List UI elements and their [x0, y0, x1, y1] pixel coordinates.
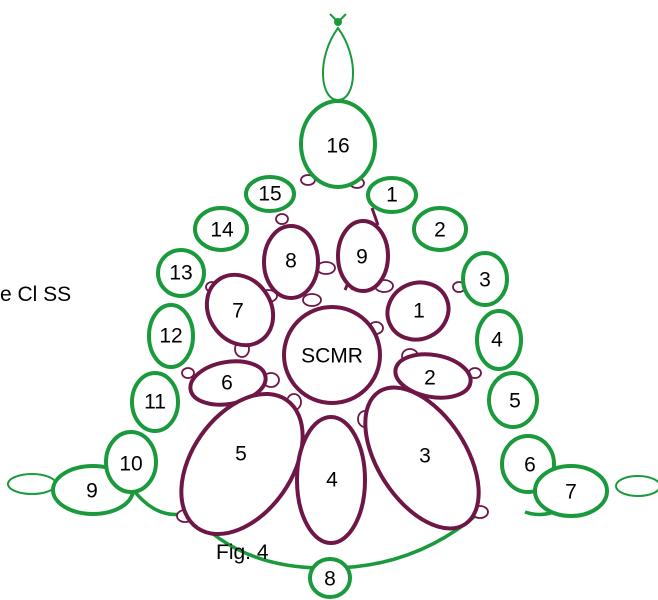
outer-label-9: 9	[86, 480, 98, 503]
outer-ring-16	[299, 99, 377, 189]
outer-ring-13	[156, 248, 206, 298]
outer-ring-3	[461, 251, 509, 307]
inner-label-3: 3	[419, 445, 431, 468]
center-ring	[282, 305, 382, 405]
right-picot	[615, 475, 658, 497]
corner-picots	[7, 13, 658, 497]
outer-label-12: 12	[159, 325, 182, 348]
inner-ring-9	[336, 219, 390, 293]
inner-ring-3	[363, 385, 481, 531]
outer-ring-11	[130, 371, 180, 433]
outer-ring-14	[193, 206, 249, 252]
inner-ring-8	[262, 224, 320, 300]
left-picot	[7, 473, 57, 495]
inner-label-2: 2	[424, 367, 436, 390]
inner-ring-1	[385, 280, 451, 342]
outer-label-4: 4	[491, 329, 503, 352]
outer-label-1: 1	[386, 184, 398, 207]
outer-ring-labels: 16 1 2 3 4 5 6 7 8 9 10 11 12 13 14 15	[86, 135, 577, 591]
outer-label-2: 2	[434, 219, 446, 242]
inner-label-6: 6	[221, 372, 233, 395]
outer-ring-8	[308, 557, 352, 599]
side-text: e Cl SS	[0, 283, 72, 306]
outer-ring-5	[487, 371, 539, 429]
outer-label-14: 14	[210, 219, 234, 242]
inner-label-5: 5	[235, 443, 247, 466]
outer-label-7: 7	[565, 481, 577, 504]
inner-ring-5	[179, 391, 305, 537]
outer-label-11: 11	[144, 391, 166, 414]
outer-label-15: 15	[258, 183, 281, 206]
outer-label-3: 3	[479, 269, 491, 292]
outer-ring-12	[147, 303, 195, 369]
outer-ring-7	[533, 464, 609, 518]
outer-label-16: 16	[326, 135, 349, 158]
outer-label-10: 10	[119, 453, 142, 476]
outer-label-8: 8	[324, 568, 336, 591]
inner-label-1: 1	[413, 300, 425, 323]
inner-ring-labels: SCMR 1 2 3 4 5 6 7 8 9	[221, 246, 436, 492]
outer-ring-10	[104, 430, 158, 494]
outer-ring-1	[366, 176, 418, 214]
outer-ring-2	[412, 206, 468, 252]
outer-label-5: 5	[509, 390, 521, 413]
inner-ring-4	[295, 415, 367, 545]
outer-label-6: 6	[524, 454, 536, 477]
inner-ring-2	[393, 352, 473, 400]
center-label: SCMR	[301, 345, 363, 368]
inner-label-8: 8	[285, 250, 297, 273]
outer-label-13: 13	[169, 262, 192, 285]
top-picot	[322, 26, 354, 102]
outer-ring-15	[244, 175, 296, 213]
inner-label-4: 4	[326, 469, 338, 492]
figure-caption: Fig. 4	[216, 541, 269, 564]
inner-label-7: 7	[232, 300, 244, 323]
outer-rings	[51, 99, 609, 599]
inner-label-9: 9	[356, 246, 368, 269]
outer-ring-4	[475, 309, 523, 371]
inner-ring-7	[204, 272, 276, 348]
inner-rings	[179, 219, 481, 545]
